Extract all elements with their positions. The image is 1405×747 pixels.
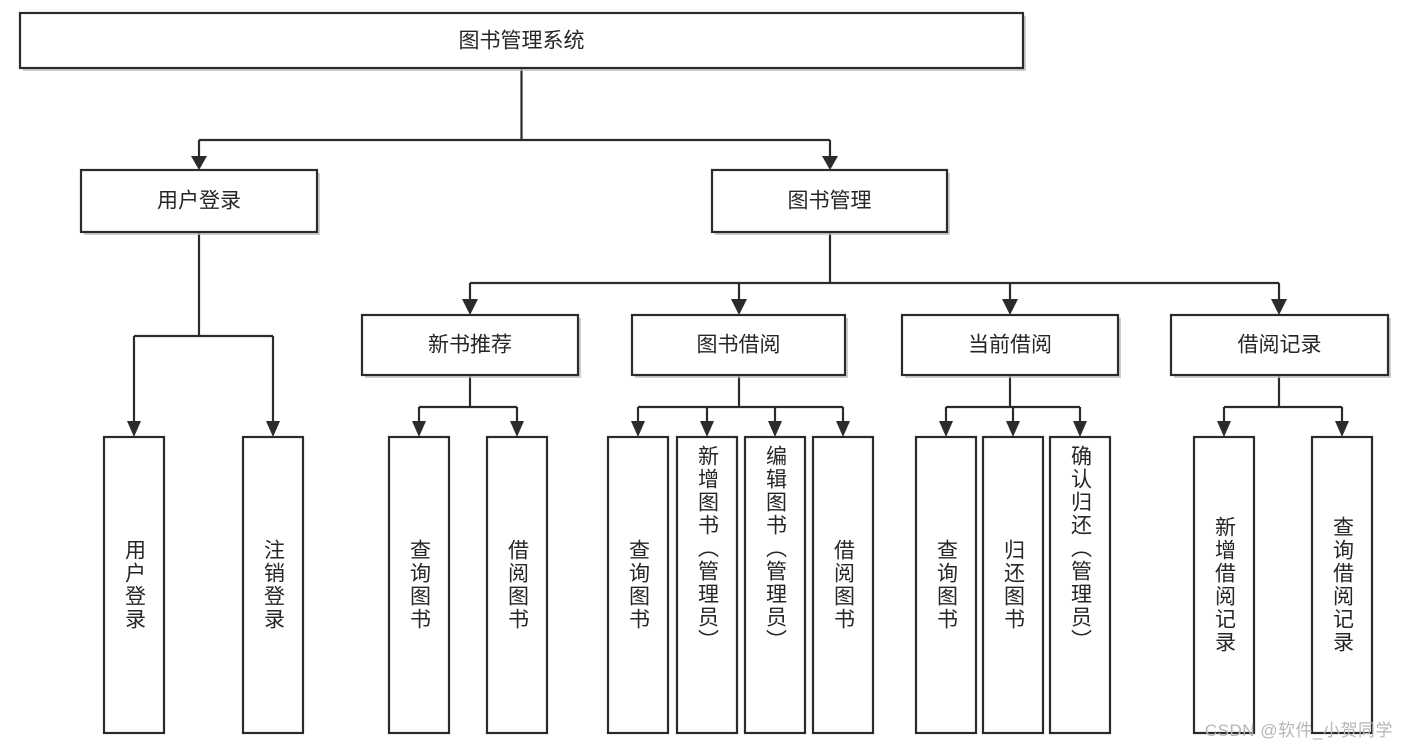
leaf-box-user-login[interactable] xyxy=(102,435,166,735)
arrow-head-book-mgmt xyxy=(822,156,838,170)
leaf-box-query-book-a[interactable] xyxy=(387,435,451,735)
user-login-box[interactable] xyxy=(79,168,319,234)
book-management-box[interactable] xyxy=(710,168,949,234)
book-borrow-box[interactable] xyxy=(630,313,847,377)
arrow-head-leaf-query-book-a xyxy=(412,421,426,437)
node-borrow-record[interactable]: 借阅记录 xyxy=(1169,313,1391,378)
arrow-head-leaf-logout xyxy=(266,421,280,437)
node-current-borrow[interactable]: 当前借阅 xyxy=(900,313,1121,378)
arrow-head-leaf-user-login xyxy=(127,421,141,437)
arrow-head-leaf-query-book-b xyxy=(631,421,645,437)
arrow-head-current-borrow xyxy=(1002,299,1018,315)
arrow-head-borrow-record xyxy=(1271,299,1287,315)
arrow-head-leaf-return-book xyxy=(1006,421,1020,437)
arrow-head-user-login xyxy=(191,156,207,170)
user-login-label: 用户登录 xyxy=(157,190,241,213)
leaf-box-confirm-return[interactable] xyxy=(1048,435,1112,735)
leaf-box-return-book[interactable] xyxy=(981,435,1045,735)
arrow-head-leaf-confirm-return xyxy=(1073,421,1087,437)
node-user-login[interactable]: 用户登录 xyxy=(79,168,320,235)
leaf-box-borrow-book-b[interactable] xyxy=(811,435,875,735)
leaf-box-query-record[interactable] xyxy=(1310,435,1374,735)
new-book-recommend-label: 新书推荐 xyxy=(428,334,512,357)
arrow-head-book-borrow xyxy=(731,299,747,315)
arrow-head-leaf-query-record xyxy=(1335,421,1349,437)
root-label: 图书管理系统 xyxy=(459,30,585,53)
borrow-record-label: 借阅记录 xyxy=(1238,334,1322,357)
leaf-box-add-book[interactable] xyxy=(675,435,739,735)
book-management-label: 图书管理 xyxy=(788,190,872,213)
arrow-head-leaf-query-book-c xyxy=(939,421,953,437)
arrow-head-leaf-add-record xyxy=(1217,421,1231,437)
borrow-record-box[interactable] xyxy=(1169,313,1390,377)
leaf-box-borrow-book-a[interactable] xyxy=(485,435,549,735)
csdn-watermark: CSDN @软件_小贺同学 xyxy=(1204,721,1393,740)
leaf-box-add-record[interactable] xyxy=(1192,435,1256,735)
arrow-head-new-book-rec xyxy=(462,299,478,315)
arrow-head-leaf-add-book xyxy=(700,421,714,437)
leaf-box-logout[interactable] xyxy=(241,435,305,735)
new-book-recommend-box[interactable] xyxy=(360,313,580,377)
leaf-box-layer xyxy=(102,435,1374,735)
root-box[interactable] xyxy=(18,11,1025,70)
leaf-box-edit-book[interactable] xyxy=(743,435,807,735)
leaf-box-query-book-c[interactable] xyxy=(914,435,978,735)
leaf-box-query-book-b[interactable] xyxy=(606,435,670,735)
node-book-borrow[interactable]: 图书借阅 xyxy=(630,313,848,378)
current-borrow-box[interactable] xyxy=(900,313,1120,377)
node-book-management[interactable]: 图书管理 xyxy=(710,168,950,235)
arrow-head-leaf-borrow-book-a xyxy=(510,421,524,437)
book-borrow-label: 图书借阅 xyxy=(697,334,781,357)
current-borrow-label: 当前借阅 xyxy=(968,334,1052,357)
connector-layer xyxy=(127,68,1349,437)
arrow-head-leaf-edit-book xyxy=(768,421,782,437)
arrow-head-leaf-borrow-book-b xyxy=(836,421,850,437)
node-root-system[interactable]: 图书管理系统 xyxy=(18,11,1026,71)
node-new-book-recommend[interactable]: 新书推荐 xyxy=(360,313,581,378)
